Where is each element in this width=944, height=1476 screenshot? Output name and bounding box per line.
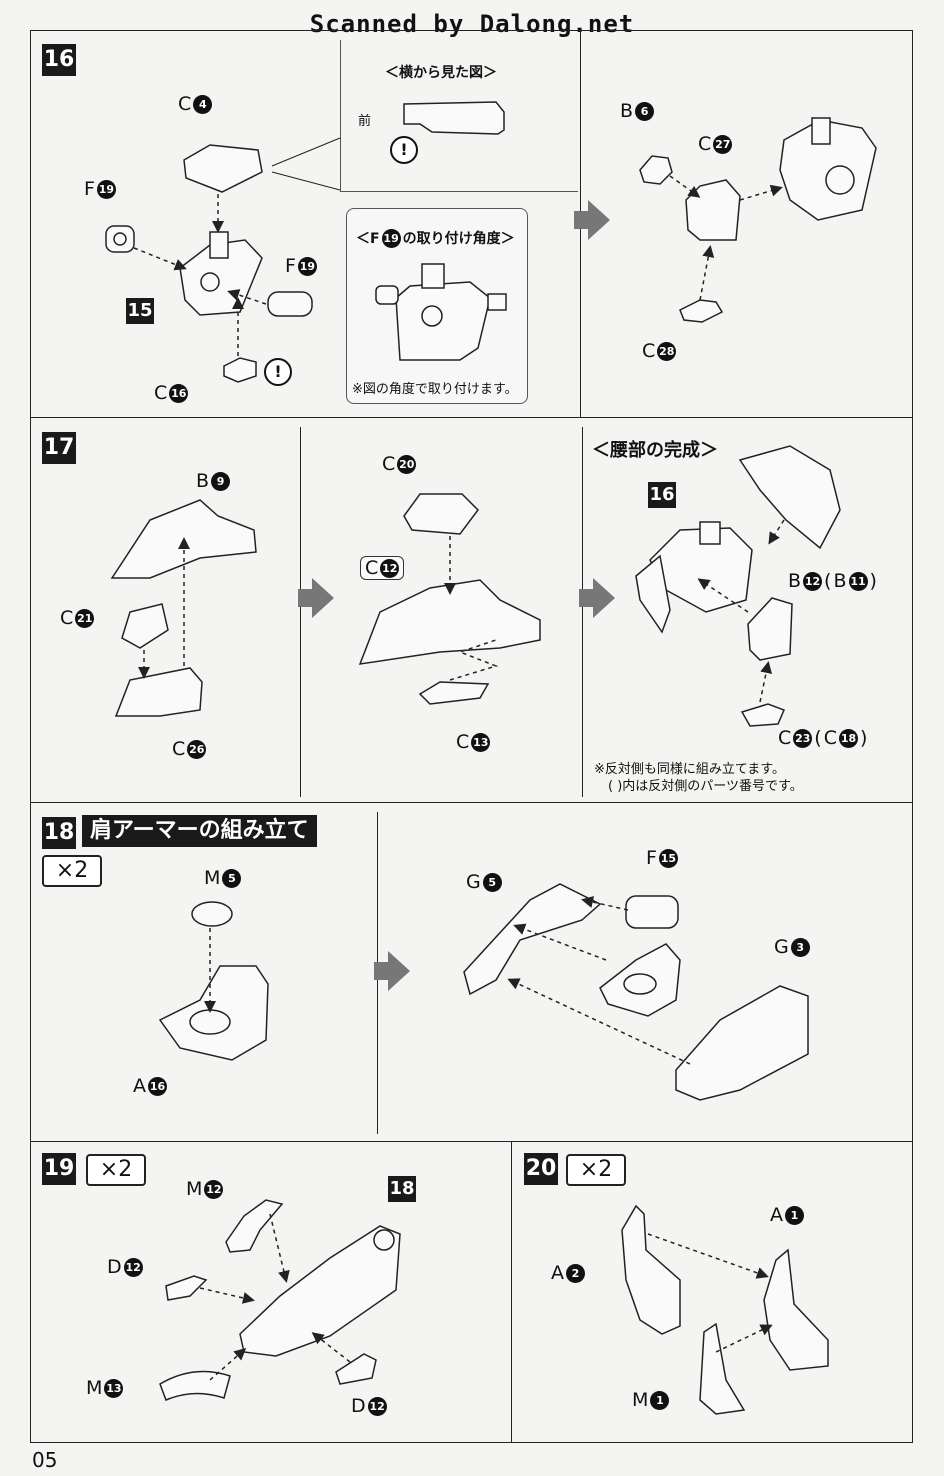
mirror-note: ※反対側も同様に組み立てます。 [594,762,785,777]
step17-flow-arrow-1-icon [298,578,334,618]
step16-number: 16 [42,44,76,76]
step17-divider-1 [300,427,301,797]
part-a1-drawing [763,1248,829,1371]
part-g5-drawing [463,883,602,996]
part-b6-drawing [639,155,673,185]
f19-angle-drawing [375,263,507,361]
step17-divider-2 [582,427,583,797]
part-assembly-18-drawing [239,1225,401,1357]
part-c28-drawing [679,299,724,323]
part-m12-drawing [225,1199,284,1253]
step18-number: 18 [42,817,76,849]
part-16-tag: 16 [648,482,676,508]
page-number: 05 [32,1448,58,1472]
f19-title-number: 19 [381,228,401,248]
warning-icon-c16: ! [264,358,292,386]
part-d12-right-drawing [335,1353,377,1385]
side-view-drawing [403,101,505,135]
step17-flow-arrow-2-icon [579,578,615,618]
part-c13-drawing [418,681,490,705]
part-c20-drawing [403,493,479,535]
front-label: 前 [358,114,372,129]
f19-title-prefix: ＜F [356,231,380,247]
part-c23-drawing [740,703,785,727]
part-waist-drawing [635,445,841,634]
part-m5-drawing [191,901,233,927]
part-g3-drawing [675,985,809,1101]
part-c4-drawing [183,144,263,193]
waist-complete-title: ＜腰部の完成＞ [592,440,718,461]
scan-credit: Scanned by Dalong.net [309,10,635,38]
step18-title: 肩アーマーの組み立て [82,815,317,847]
part-step17-mid-drawing [358,579,541,665]
step16-flow-arrow-icon [574,200,610,240]
step20-number: 20 [524,1153,558,1185]
f19-title-suffix: の取り付け角度＞ [402,231,515,247]
part-c21-drawing [121,603,169,649]
part-c26-drawing [114,667,203,717]
warning-icon-side: ! [390,136,418,164]
part-a16-drawing [158,965,269,1061]
f19-angle-title: ＜F 19 の取り付け角度＞ [356,228,515,248]
step19-multiplier: ×2 [86,1154,146,1186]
part-c16-drawing [223,357,257,383]
side-view-title: ＜横から見た図＞ [385,65,497,81]
step18-multiplier: ×2 [42,855,102,887]
step17-number: 17 [42,432,76,464]
part-15-tag: 15 [126,298,154,324]
step18-flow-arrow-icon [374,951,410,991]
step19-number: 19 [42,1153,76,1185]
part-d12-left-drawing [165,1275,208,1301]
part-b12-drawing [747,597,793,661]
part-18-tag: 18 [388,1176,416,1202]
part-assembly-16-drawing [779,117,877,221]
part-f19-right-drawing [267,291,313,317]
part-15-drawing [179,231,263,316]
part-f19-left-drawing [105,225,135,253]
part-m1-drawing [699,1322,746,1415]
part-c27-drawing [685,179,741,241]
f19-angle-note: ※図の角度で取り付けます。 [352,382,518,397]
parentheses-note: ( )内は反対側のパーツ番号です。 [608,779,803,794]
step20-panel [511,1141,913,1443]
side-view-box [340,40,578,192]
part-f15-drawing [625,895,679,929]
part-mid-cup-drawing [599,943,681,1017]
part-m13-drawing [159,1370,231,1401]
step20-multiplier: ×2 [566,1154,626,1186]
part-a2-drawing [621,1204,681,1335]
